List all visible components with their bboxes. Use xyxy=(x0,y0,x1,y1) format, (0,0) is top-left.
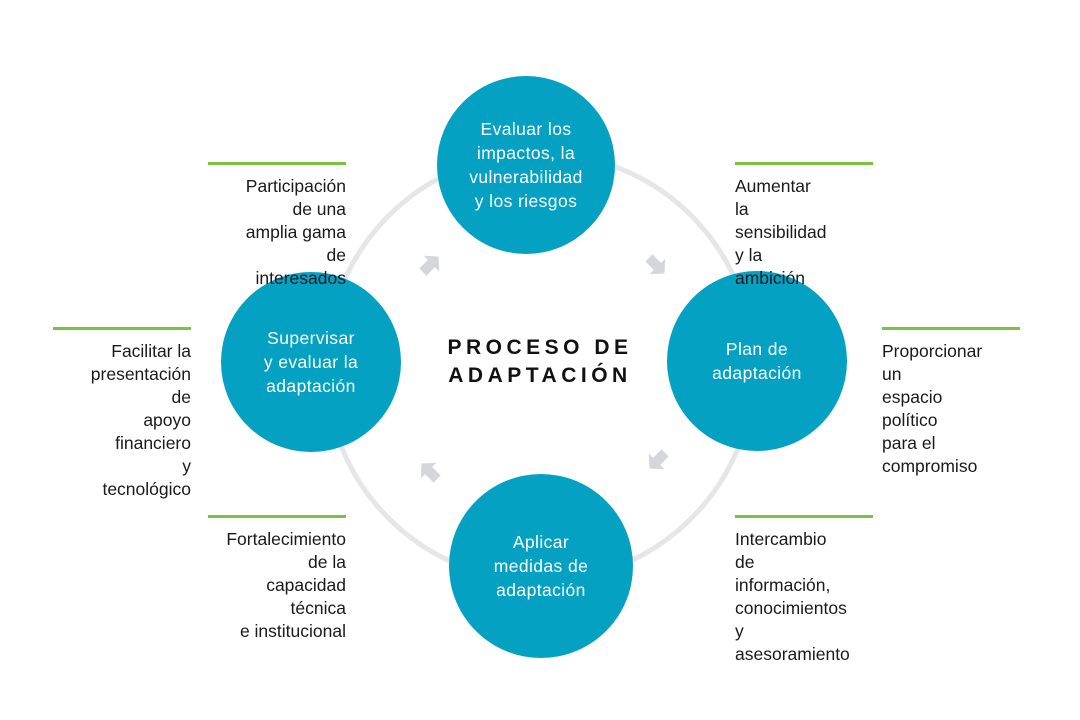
annotation-text: Fortalecimiento de la capacidad técnica … xyxy=(226,529,346,641)
arrow-southeast-icon xyxy=(645,254,666,275)
node-adaptation-plan: Plan de adaptación xyxy=(667,271,847,451)
node-label: Aplicar medidas de adaptación xyxy=(493,532,589,600)
node-implement-measures: Aplicar medidas de adaptación xyxy=(449,474,633,658)
annotation-text: Intercambio de información, conocimiento… xyxy=(735,529,850,664)
arrow-northwest-icon xyxy=(420,462,441,483)
arrow-southwest-icon xyxy=(648,449,669,470)
annotation-text: Participación de una amplia gama de inte… xyxy=(245,176,346,288)
annotation-text: Proporcionar un espacio político para el… xyxy=(882,341,983,476)
annotation-bar xyxy=(735,162,873,165)
annotation-bar xyxy=(882,327,1020,330)
node-label: Plan de adaptación xyxy=(712,339,802,383)
annotation-bar xyxy=(53,327,191,330)
annotation-bar xyxy=(208,515,346,518)
center-title: PROCESO DE ADAPTACIÓN xyxy=(447,336,633,387)
annotation-bar xyxy=(735,515,873,518)
node-evaluate-impacts: Evaluar los impactos, la vulnerabilidad … xyxy=(437,76,615,254)
node-label: Supervisar y evaluar la adaptación xyxy=(263,328,359,396)
annotation-text: Aumentar la sensibilidad y la ambición xyxy=(735,176,827,288)
annotation-text: Facilitar la presentación de apoyo finan… xyxy=(90,341,191,499)
node-monitor-evaluate: Supervisar y evaluar la adaptación xyxy=(221,272,401,452)
arrow-northeast-icon xyxy=(419,255,440,276)
annotation-bar xyxy=(208,162,346,165)
node-label: Evaluar los impactos, la vulnerabilidad … xyxy=(469,119,583,211)
